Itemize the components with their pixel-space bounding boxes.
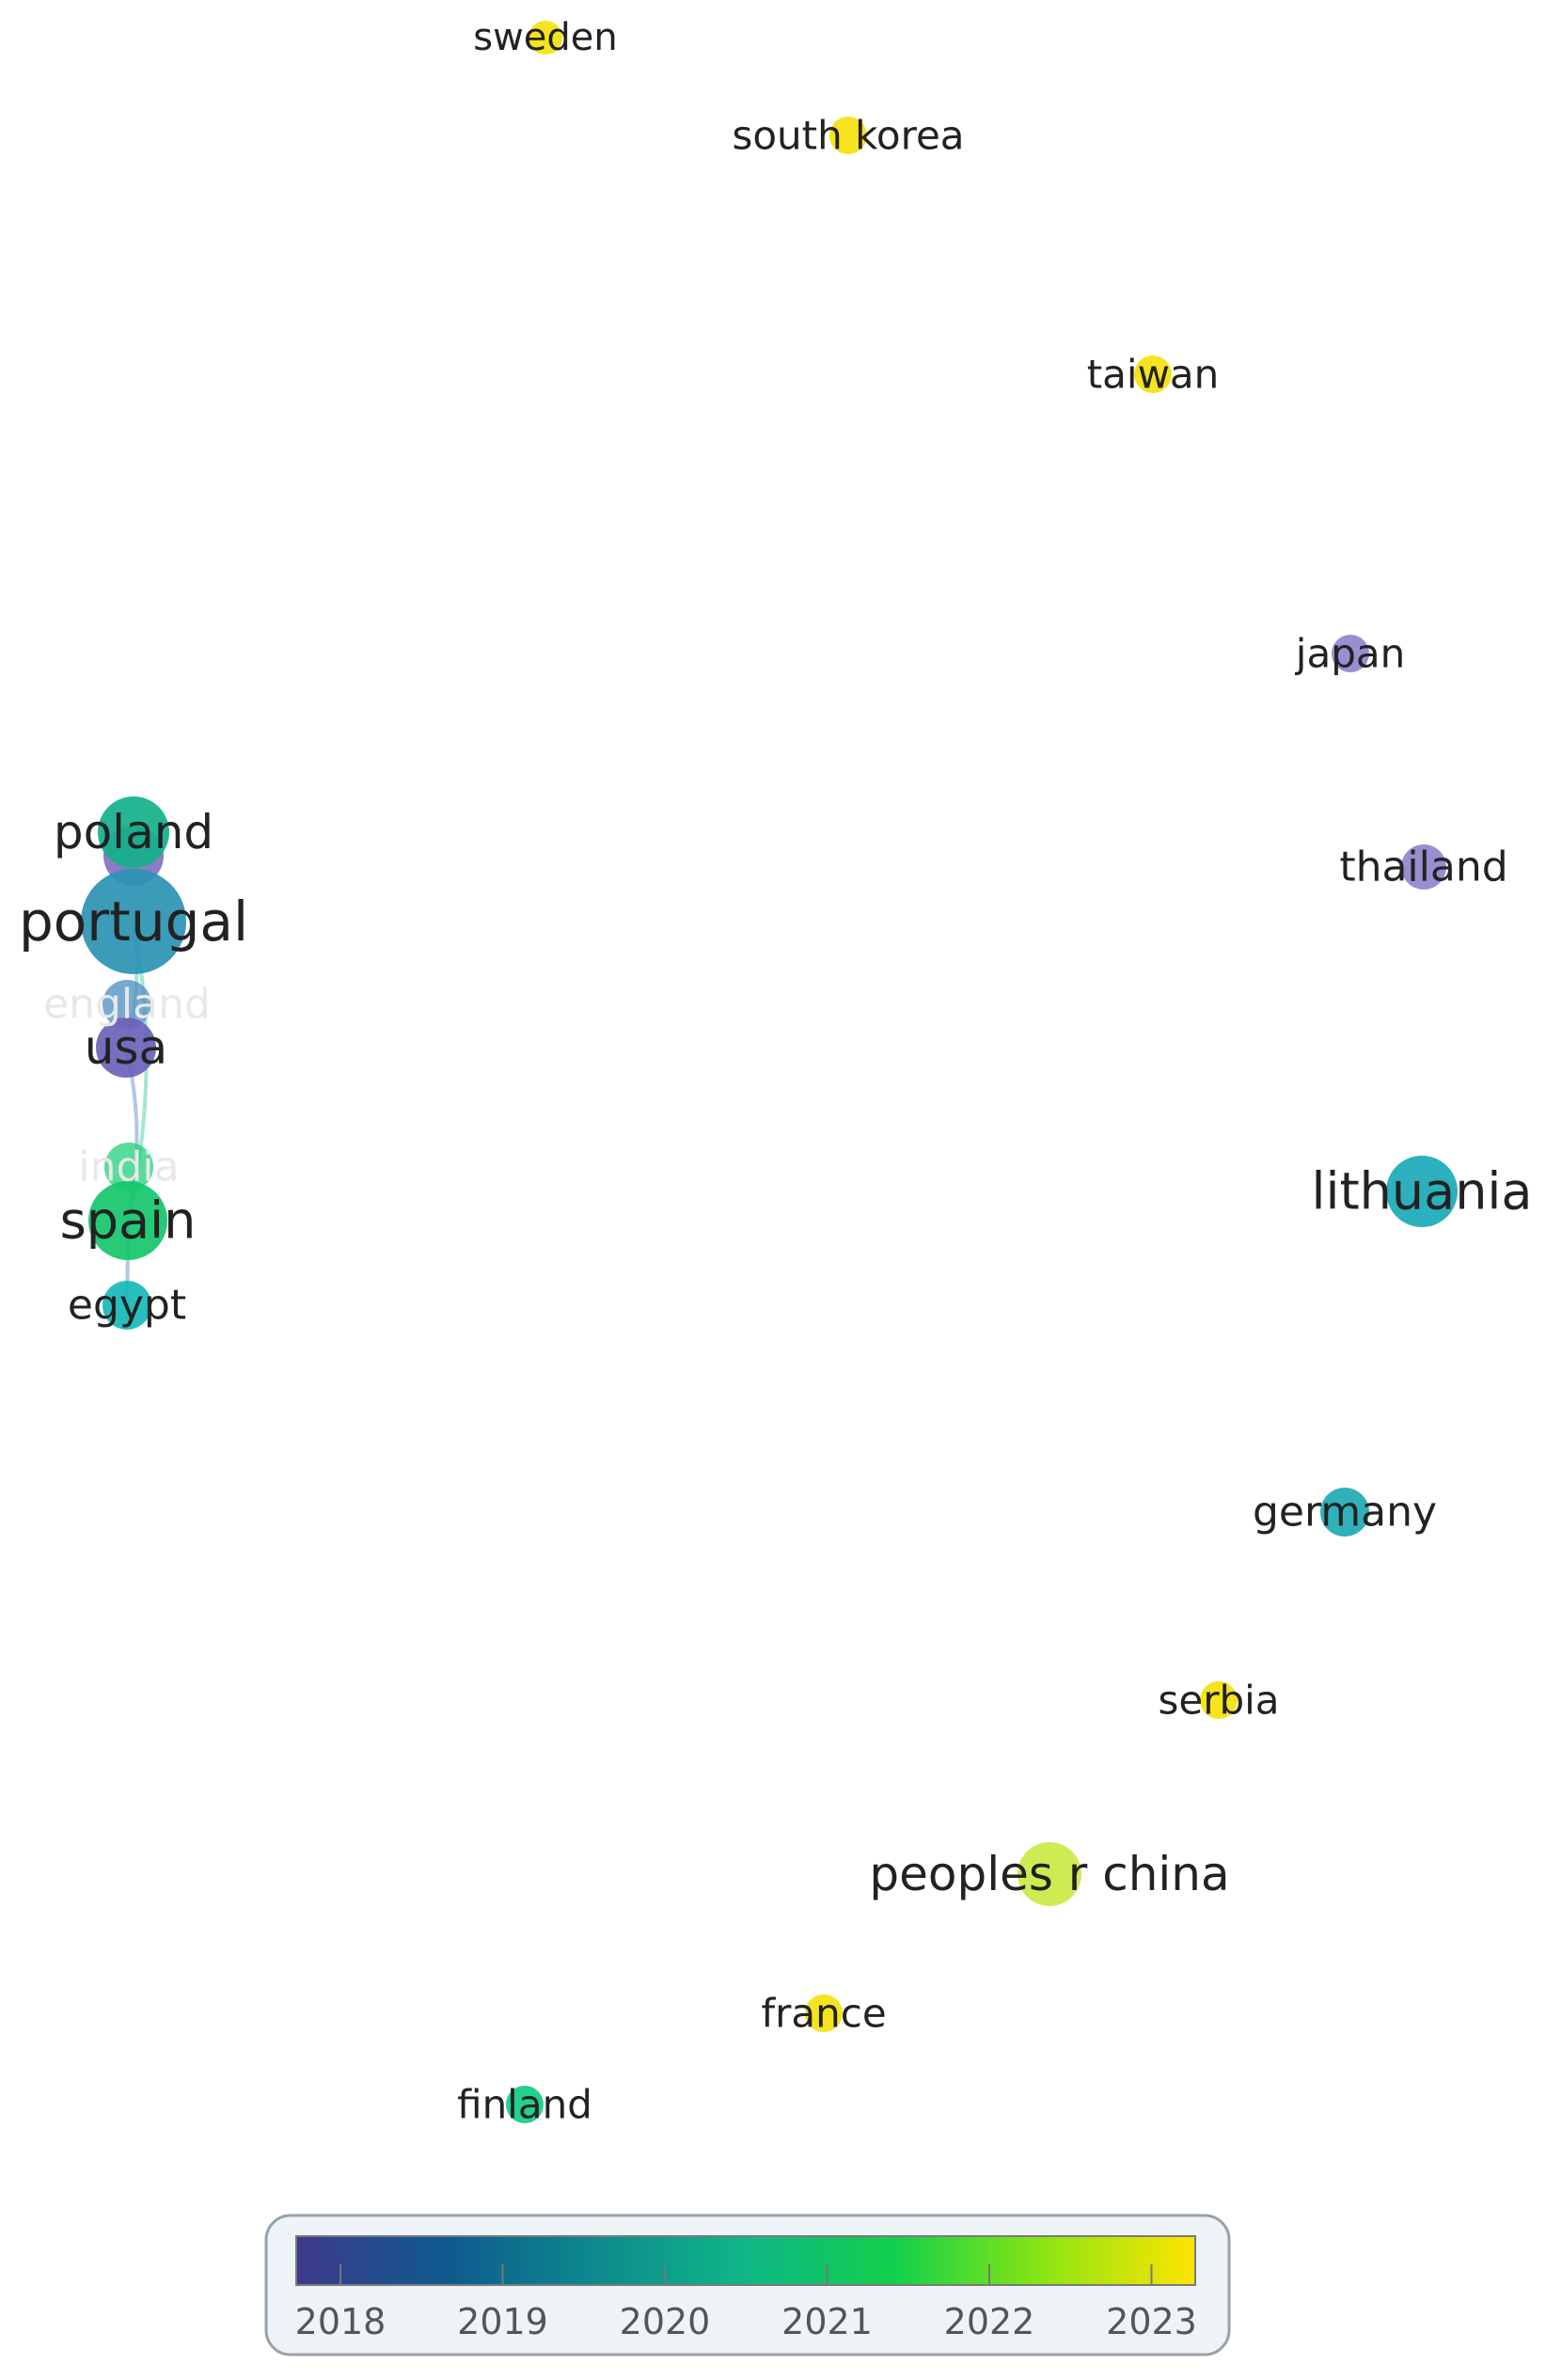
node-finland[interactable] (506, 2086, 544, 2123)
label-england: england (43, 981, 211, 1029)
labels-layer: sweden south korea taiwan japan thailand pola… (19, 16, 1533, 2128)
label-south-korea: south korea (732, 113, 964, 159)
tick-label-2021: 2021 (781, 2301, 873, 2342)
node-serbia[interactable] (1200, 1681, 1238, 1719)
node-germany[interactable] (1320, 1488, 1369, 1537)
tick-label-2018: 2018 (295, 2301, 386, 2342)
label-sweden: sweden (473, 16, 618, 59)
node-thailand[interactable] (1401, 844, 1446, 890)
label-thailand: thailand (1339, 843, 1507, 891)
label-france: france (761, 1991, 886, 2037)
label-japan: japan (1295, 631, 1405, 677)
label-india: india (78, 1143, 179, 1191)
node-lithuania[interactable] (1386, 1156, 1458, 1227)
label-peoples-r-china: peoples r china (869, 1847, 1229, 1901)
node-usa[interactable] (96, 1017, 156, 1078)
label-finland: finland (457, 2082, 592, 2128)
node-poland[interactable] (98, 796, 169, 868)
nodes-layer (81, 21, 1458, 2123)
node-taiwan[interactable] (1134, 355, 1172, 393)
label-egypt: egypt (68, 1282, 186, 1330)
node-india[interactable] (104, 1143, 153, 1191)
node-sweden[interactable] (528, 21, 562, 55)
node-portugal[interactable] (81, 869, 186, 974)
node-france[interactable] (805, 1994, 843, 2032)
label-portugal: portugal (19, 890, 248, 954)
label-taiwan: taiwan (1087, 352, 1220, 398)
tick-label-2023: 2023 (1106, 2301, 1197, 2342)
label-usa: usa (85, 1020, 167, 1075)
label-poland: poland (54, 805, 213, 859)
tick-label-2022: 2022 (944, 2301, 1035, 2342)
legend-ticks: 2018 2019 2020 2021 2022 2023 (295, 2264, 1197, 2342)
legend-color-bar (295, 2235, 1196, 2286)
node-spain[interactable] (88, 1181, 167, 1260)
tick-label-2019: 2019 (457, 2301, 548, 2342)
node-egypt[interactable] (103, 1281, 151, 1330)
node-england[interactable] (103, 980, 151, 1029)
label-spain: spain (60, 1191, 197, 1251)
tick-label-2020: 2020 (620, 2301, 711, 2342)
node-japan[interactable] (1332, 635, 1369, 672)
label-germany: germany (1253, 1489, 1437, 1537)
node-south-korea[interactable] (829, 117, 867, 154)
color-scale-legend: 2018 2019 2020 2021 2022 2023 (264, 2214, 1231, 2356)
label-lithuania: lithuania (1311, 1162, 1532, 1222)
node-peoples-r-china[interactable] (1018, 1842, 1081, 1906)
label-serbia: serbia (1158, 1678, 1279, 1724)
